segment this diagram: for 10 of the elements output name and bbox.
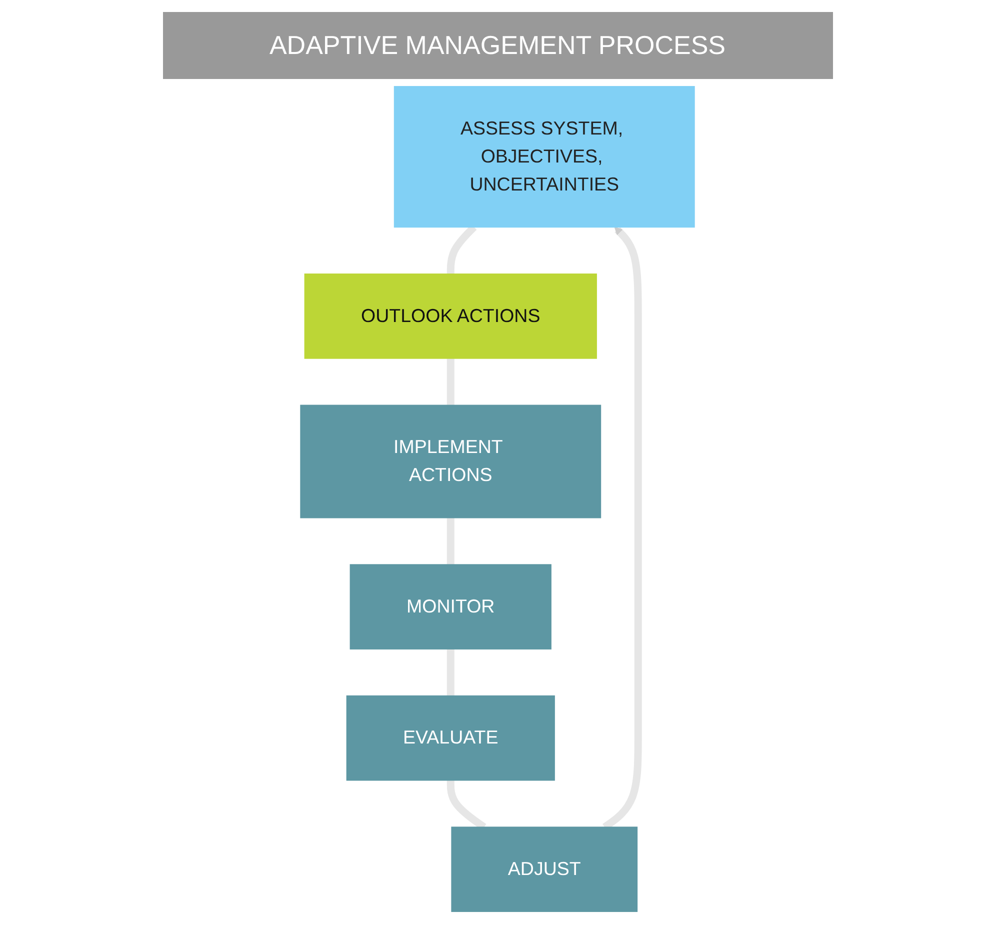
node-box: EVALUATE <box>346 695 555 781</box>
node-box: ASSESS SYSTEM, OBJECTIVES, UNCERTAINTIES <box>394 86 695 228</box>
node-box: IMPLEMENT ACTIONS <box>300 404 602 518</box>
node-box: OUTLOOK ACTIONS <box>304 274 597 359</box>
node-box: MONITOR <box>350 564 552 650</box>
connector <box>446 518 454 565</box>
node-box: ADJUST <box>451 826 638 912</box>
connector <box>446 358 454 406</box>
title-banner: ADAPTIVE MANAGEMENT PROCESS <box>162 12 832 79</box>
connector <box>446 649 454 696</box>
